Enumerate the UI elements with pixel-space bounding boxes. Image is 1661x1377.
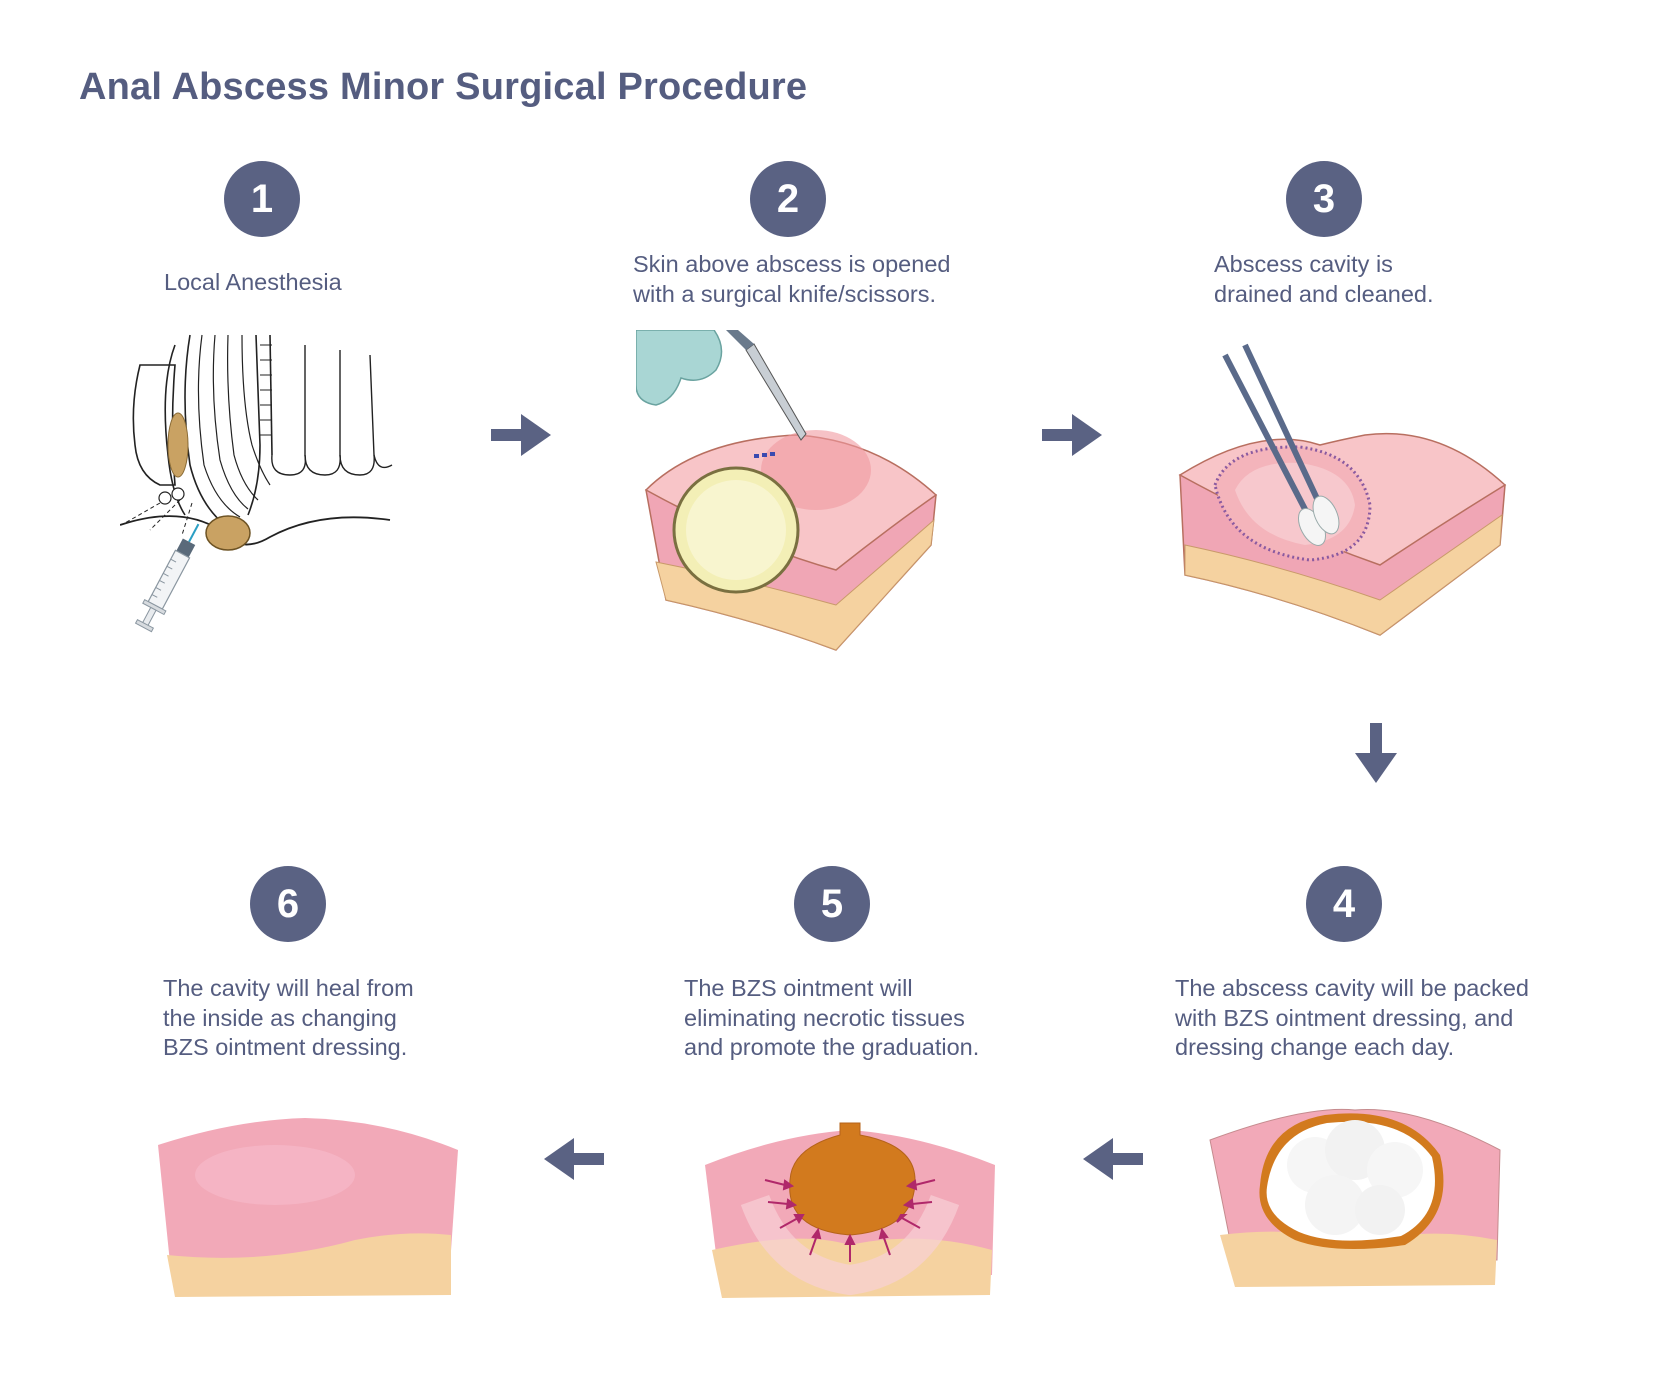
- arrow-left-icon: [544, 1138, 604, 1180]
- step-6-caption: The cavity will heal from the inside as …: [163, 975, 414, 1060]
- page-title: Anal Abscess Minor Surgical Procedure: [79, 66, 808, 108]
- arrow-right-icon: [1042, 414, 1102, 456]
- step-4-packing-illustration: [1209, 1108, 1501, 1287]
- step-3-caption: Abscess cavity is drained and cleaned.: [1214, 251, 1434, 307]
- step-1-anesthesia-illustration: [120, 334, 393, 633]
- step-6-number-badge: 6: [250, 866, 326, 942]
- step-2-incision-illustration: [636, 330, 938, 651]
- step-3-number-badge: 3: [1286, 161, 1362, 237]
- step-3-drainage-illustration: [1178, 343, 1507, 636]
- step-4-caption: The abscess cavity will be packed with B…: [1175, 975, 1529, 1060]
- step-2-caption: Skin above abscess is opened with a surg…: [633, 251, 951, 307]
- arrow-right-icon: [491, 414, 551, 456]
- step-5-number-badge: 5: [794, 866, 870, 942]
- arrow-down-icon: [1355, 723, 1397, 783]
- step-2-number-badge: 2: [750, 161, 826, 237]
- step-5-caption: The BZS ointment will eliminating necrot…: [684, 975, 980, 1060]
- step-1-caption: Local Anesthesia: [164, 269, 342, 295]
- step-4-number-badge: 4: [1306, 866, 1382, 942]
- step-5-granulation-illustration: [705, 1122, 995, 1298]
- step-1-number-badge: 1: [224, 161, 300, 237]
- arrow-left-icon: [1083, 1138, 1143, 1180]
- step-6-healed-illustration: [158, 1118, 458, 1297]
